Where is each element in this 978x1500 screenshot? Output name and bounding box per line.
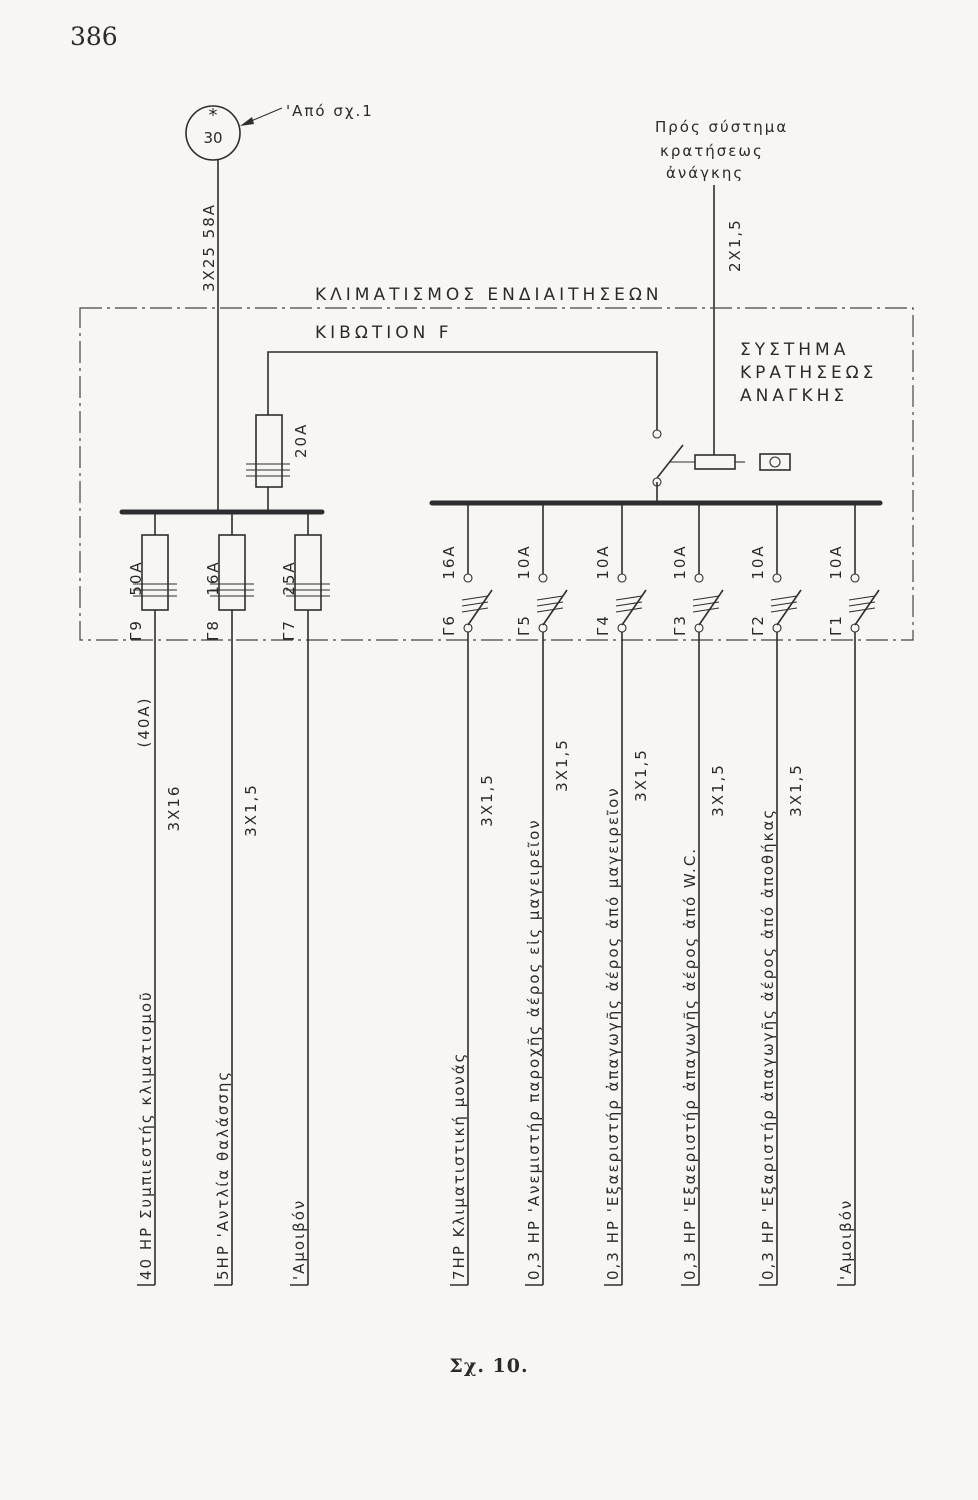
- circuit-Γ2: 10A Γ2 0,3 HP 'Εξαριστήρ ἀπαγωγῆς ἀέρος ἀπ…: [749, 503, 805, 1286]
- emergency-cable-label: 2X1,5: [726, 218, 744, 272]
- circuit-id: Γ7: [280, 619, 298, 641]
- rating-label: 10A: [594, 544, 612, 579]
- fuse: [218, 534, 246, 611]
- load-label: 0,3 HP 'Ανεμιστήρ παροχῆς ἀέρος εἰς μαγε…: [525, 818, 543, 1280]
- breaker-switch: [467, 589, 493, 626]
- circuit-id: Γ6: [440, 614, 458, 636]
- load-label: 'Αμοιβόν: [837, 1199, 855, 1280]
- load-label: 5HP 'Αντλία θαλάσσης: [214, 1070, 232, 1280]
- rating-label: 16A: [440, 544, 458, 579]
- page-number: 386: [70, 22, 118, 51]
- emergency-to-line-2: κρατήσεως: [660, 142, 764, 160]
- circuit-id: Γ1: [827, 614, 845, 636]
- circuit-Γ4: 10A Γ4 0,3 HP 'Εξαεριστήρ ἀπαγωγῆς ἀέρος ἀ…: [594, 503, 650, 1286]
- cable-label: 3X1,5: [242, 783, 260, 837]
- breaker-switch: [854, 589, 880, 626]
- circuit-id: Γ9: [127, 619, 145, 641]
- load-label: 40 HP Συμπιεστής κλιματισμοῦ: [137, 990, 155, 1280]
- circuit-Γ3: 10A Γ3 0,3 HP 'Εξαεριστήρ ἀπαγωγῆς ἀέρος ἀ…: [671, 503, 727, 1286]
- breaker-switch: [776, 589, 802, 626]
- load-label: 0,3 HP 'Εξαεριστήρ ἀπαγωγῆς ἀέρος ἀπό W.…: [681, 847, 699, 1280]
- load-label: 7HP Κλιματιστική μονάς: [450, 1052, 468, 1280]
- asterisk: *: [209, 105, 220, 126]
- cable-label: 3X1,5: [632, 748, 650, 802]
- load-label: 'Αμοιβόν: [290, 1199, 308, 1280]
- rating-label: 50A: [127, 560, 145, 595]
- cable-label: 3X1,5: [709, 763, 727, 817]
- rating-label: 10A: [515, 544, 533, 579]
- system-line-1: ΣΥΣΤΗΜΑ: [740, 340, 849, 360]
- cable-label: 3X1,5: [553, 738, 571, 792]
- circuit-Γ1: 10A Γ1 'Αμοιβόν: [827, 503, 880, 1286]
- fuse: [141, 534, 169, 611]
- cable-label: 3X16: [165, 785, 183, 832]
- circuit-id: Γ5: [515, 614, 533, 636]
- circuit-Γ6: 16A Γ6 7HP Κλιματιστική μονάς 3X1,5: [440, 503, 496, 1286]
- load-label: 0,3 HP 'Εξαριστήρ ἀπαγωγῆς ἀέρος ἀπό ἀπο…: [759, 808, 777, 1280]
- box-label: ΚΙΒΩΤΙΟΝ F: [315, 323, 453, 343]
- source-number: 30: [203, 129, 222, 147]
- panel-title: ΚΛΙΜΑΤΙΣΜΟΣ ΕΝΔΙΑΙΤΗΣΕΩΝ: [315, 285, 663, 305]
- system-line-3: ΑΝΑΓΚΗΣ: [740, 386, 848, 406]
- current-note: (40A): [135, 696, 153, 747]
- emergency-to-line-1: Πρός σύστημα: [655, 118, 788, 136]
- rating-label: 16A: [204, 560, 222, 595]
- circuit-Γ9: 50A Γ9 40 HP Συμπιεστής κλιματισμοῦ 3X16 (40…: [127, 512, 183, 1286]
- rating-label: 25A: [280, 560, 298, 595]
- indicator-lamp: [759, 453, 791, 471]
- right-feed-line: [267, 351, 658, 430]
- breaker-switch: [698, 589, 724, 626]
- fuse-20a: [255, 414, 283, 488]
- rating-label: 10A: [671, 544, 689, 579]
- circuit-id: Γ8: [204, 619, 222, 641]
- panel-box: [79, 307, 914, 641]
- circuit-id: Γ4: [594, 614, 612, 636]
- cable-label: 3X1,5: [478, 773, 496, 827]
- circuit-Γ5: 10A Γ5 0,3 HP 'Ανεμιστήρ παροχῆς ἀέρος εἰς…: [515, 503, 571, 1286]
- circuit-id: Γ3: [671, 614, 689, 636]
- circuit-Γ8: 16A Γ8 5HP 'Αντλία θαλάσσης 3X1,5: [204, 512, 260, 1286]
- circuit-id: Γ2: [749, 614, 767, 636]
- contact-circle: [652, 429, 662, 439]
- breaker-switch: [621, 589, 647, 626]
- from-label: 'Από σχ.1: [286, 102, 374, 120]
- arrow-head-icon: [240, 117, 254, 126]
- breaker-switch: [542, 589, 568, 626]
- relay-coil: [694, 454, 736, 470]
- source-circle: [185, 105, 241, 161]
- rating-label: 10A: [749, 544, 767, 579]
- figure-caption: Σχ. 10.: [449, 1355, 528, 1377]
- rating-label: 10A: [827, 544, 845, 579]
- fuse: [294, 534, 322, 611]
- cable-label: 3X1,5: [787, 763, 805, 817]
- system-line-2: ΚΡΑΤΗΣΕΩΣ: [740, 363, 877, 383]
- feeder-cable-label: 3X25 58A: [200, 203, 218, 292]
- emergency-to-line-3: ἀνάγκης: [666, 164, 744, 182]
- branch-fuse-label: 20A: [292, 423, 310, 458]
- circuit-Γ7: 25A Γ7 'Αμοιβόν: [280, 512, 330, 1286]
- load-label: 0,3 HP 'Εξαεριστήρ ἀπαγωγῆς ἀέρος ἀπό μα…: [604, 786, 622, 1280]
